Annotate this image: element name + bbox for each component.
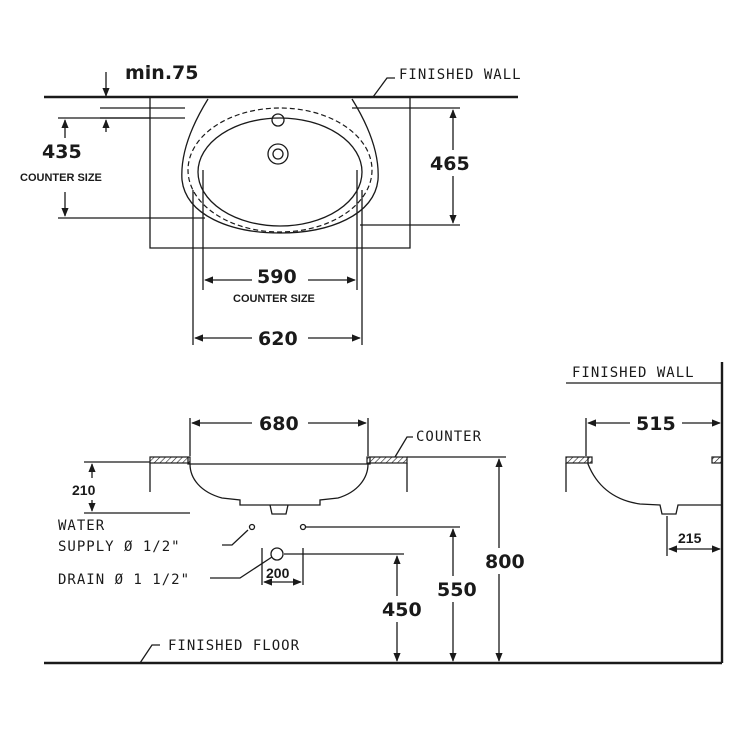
floor-leader xyxy=(139,644,160,664)
counter-label: COUNTER xyxy=(416,429,482,445)
dim590-mask xyxy=(252,263,308,287)
dim680-mask xyxy=(252,410,308,434)
depth-overall-label: 465 xyxy=(430,153,470,175)
counter-left-hatch xyxy=(149,456,191,464)
water-supply-right xyxy=(299,523,307,531)
dim620-mask xyxy=(252,325,308,349)
width-overall-label: 620 xyxy=(258,328,298,350)
front-view: 680 COUNTER 210 WATER SUPPLY Ø 1/2" DRAI… xyxy=(44,410,722,665)
dim465-mask xyxy=(428,150,476,176)
basin-waste xyxy=(269,504,289,515)
dim515-mask xyxy=(630,410,682,434)
dim435-mask xyxy=(30,138,90,192)
side-counter-hatch-r xyxy=(711,456,723,464)
dim550-mask xyxy=(436,576,484,602)
water-supply-left xyxy=(248,523,256,531)
dim450-mask xyxy=(380,596,428,622)
finished-floor-label: FINISHED FLOOR xyxy=(168,638,300,654)
basin-rim xyxy=(187,457,371,465)
height-210-label: 210 xyxy=(72,482,96,498)
wall-leader xyxy=(372,77,395,98)
drain-circle xyxy=(270,547,284,561)
top-view: min.75 FINISHED WALL 435 COUNTER SIZE 46… xyxy=(20,62,522,350)
dim210-mask xyxy=(66,478,110,500)
drain-hole-inner xyxy=(272,148,284,160)
height-550-label: 550 xyxy=(437,579,477,601)
width-counter-label: 590 xyxy=(257,266,297,288)
finished-wall-label: FINISHED WALL xyxy=(399,67,522,83)
side-basin-body xyxy=(587,457,722,515)
tap-hole xyxy=(271,113,285,127)
side-depth-label: 515 xyxy=(636,413,676,435)
counter-outline xyxy=(149,97,411,249)
drain-hole-outer xyxy=(267,143,289,165)
spacing-200-label: 200 xyxy=(266,565,290,581)
side-counter-hatch-l xyxy=(565,456,593,464)
water-supply-leader xyxy=(222,529,249,546)
water-supply-size-label: SUPPLY Ø 1/2" xyxy=(58,539,181,555)
height-450-label: 450 xyxy=(382,599,422,621)
counter-leader xyxy=(394,436,413,458)
drain-label: DRAIN Ø 1 1/2" xyxy=(58,572,190,588)
counter-size-left-label: COUNTER SIZE xyxy=(20,172,102,184)
height-800-label: 800 xyxy=(485,551,525,573)
min-clearance-label: min.75 xyxy=(125,62,199,84)
counter-size-bottom-label: COUNTER SIZE xyxy=(233,293,315,305)
basin-outer-outline xyxy=(181,98,379,234)
side-view: FINISHED WALL 515 215 xyxy=(565,362,724,663)
inner-bowl xyxy=(197,117,363,227)
depth-counter-label: 435 xyxy=(42,141,82,163)
counter-cut-dashed xyxy=(187,107,373,233)
water-supply-label: WATER xyxy=(58,518,105,534)
dim800-mask xyxy=(482,548,528,574)
front-width-label: 680 xyxy=(259,413,299,435)
side-finished-wall-label: FINISHED WALL xyxy=(572,365,695,381)
drain-leader xyxy=(210,556,273,579)
basin-body xyxy=(189,463,369,506)
side-offset-label: 215 xyxy=(678,530,702,546)
counter-right-hatch xyxy=(366,456,408,464)
